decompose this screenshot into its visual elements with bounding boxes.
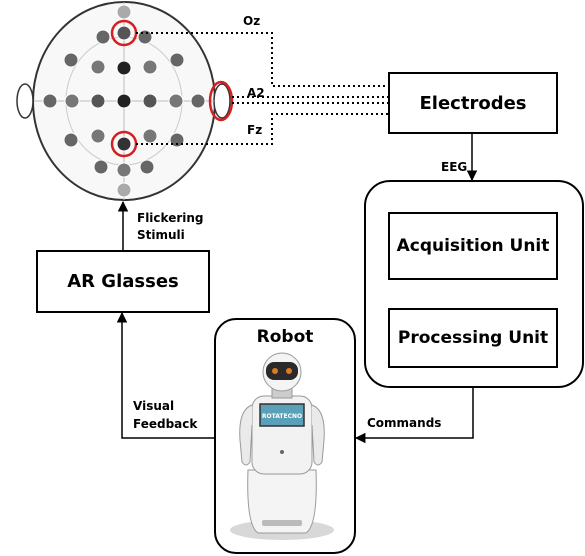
electrode-dot: [116, 162, 132, 178]
electrode-dot: [90, 93, 106, 109]
flickering-stimuli-line2: Stimuli: [137, 228, 185, 242]
eeg-electrode-map: [16, 1, 234, 201]
electrode-dot: [95, 29, 111, 45]
visual-feedback-line2: Feedback: [133, 417, 198, 431]
electrode-dot: [137, 29, 153, 45]
a2-highlight-ring: [208, 80, 234, 122]
electrode-dot: [139, 159, 155, 175]
electrode-dot: [116, 60, 132, 76]
electrode-dot: [116, 4, 132, 20]
robot-container: [214, 318, 356, 554]
visual-feedback-arrow: [116, 311, 214, 439]
electrode-dot: [116, 25, 132, 41]
electrode-dot: [169, 52, 185, 68]
electrode-dot: [90, 59, 106, 75]
electrode-dot: [93, 159, 109, 175]
electrode-dots: [42, 4, 206, 198]
commands-label: Commands: [367, 416, 442, 430]
electrode-dot: [63, 132, 79, 148]
electrode-dot: [190, 93, 206, 109]
acquisition-unit-label: Acquisition Unit: [396, 236, 550, 256]
visual-feedback-line1: Visual: [133, 399, 175, 413]
a2-label: A2: [247, 86, 265, 100]
flickering-stimuli-line1: Flickering: [137, 211, 204, 225]
electrode-dot: [169, 132, 185, 148]
electrode-dot: [64, 93, 80, 109]
electrode-wires: [136, 32, 388, 145]
electrode-dot: [168, 93, 184, 109]
ar-glasses-box: AR Glasses: [36, 250, 210, 313]
right-ear: [213, 83, 231, 119]
electrodes-box: Electrodes: [388, 72, 558, 134]
left-ear: [16, 83, 34, 119]
ar-glasses-label: AR Glasses: [67, 271, 179, 292]
fz-label: Fz: [247, 123, 263, 137]
oz-label: Oz: [243, 14, 261, 28]
electrodes-box-label: Electrodes: [419, 92, 527, 114]
processing-unit-label: Processing Unit: [397, 328, 549, 348]
eeg-label: EEG: [441, 160, 468, 174]
electrode-dot: [90, 128, 106, 144]
electrode-dot: [63, 52, 79, 68]
processing-unit-box: Processing Unit: [388, 308, 558, 368]
electrode-dot: [42, 93, 58, 109]
acquisition-unit-box: Acquisition Unit: [388, 212, 558, 280]
robot-illustration: ROTATECNO: [230, 352, 334, 540]
electrode-dot: [142, 59, 158, 75]
electrode-dot: [142, 128, 158, 144]
electrode-dot: [142, 93, 158, 109]
robot-title: Robot: [256, 327, 314, 347]
electrode-dot: [116, 182, 132, 198]
electrode-dot: [116, 93, 132, 109]
electrode-dot: [116, 136, 132, 152]
svg-text:ROTATECNO: ROTATECNO: [262, 413, 302, 420]
commands-arrow: [354, 388, 474, 444]
